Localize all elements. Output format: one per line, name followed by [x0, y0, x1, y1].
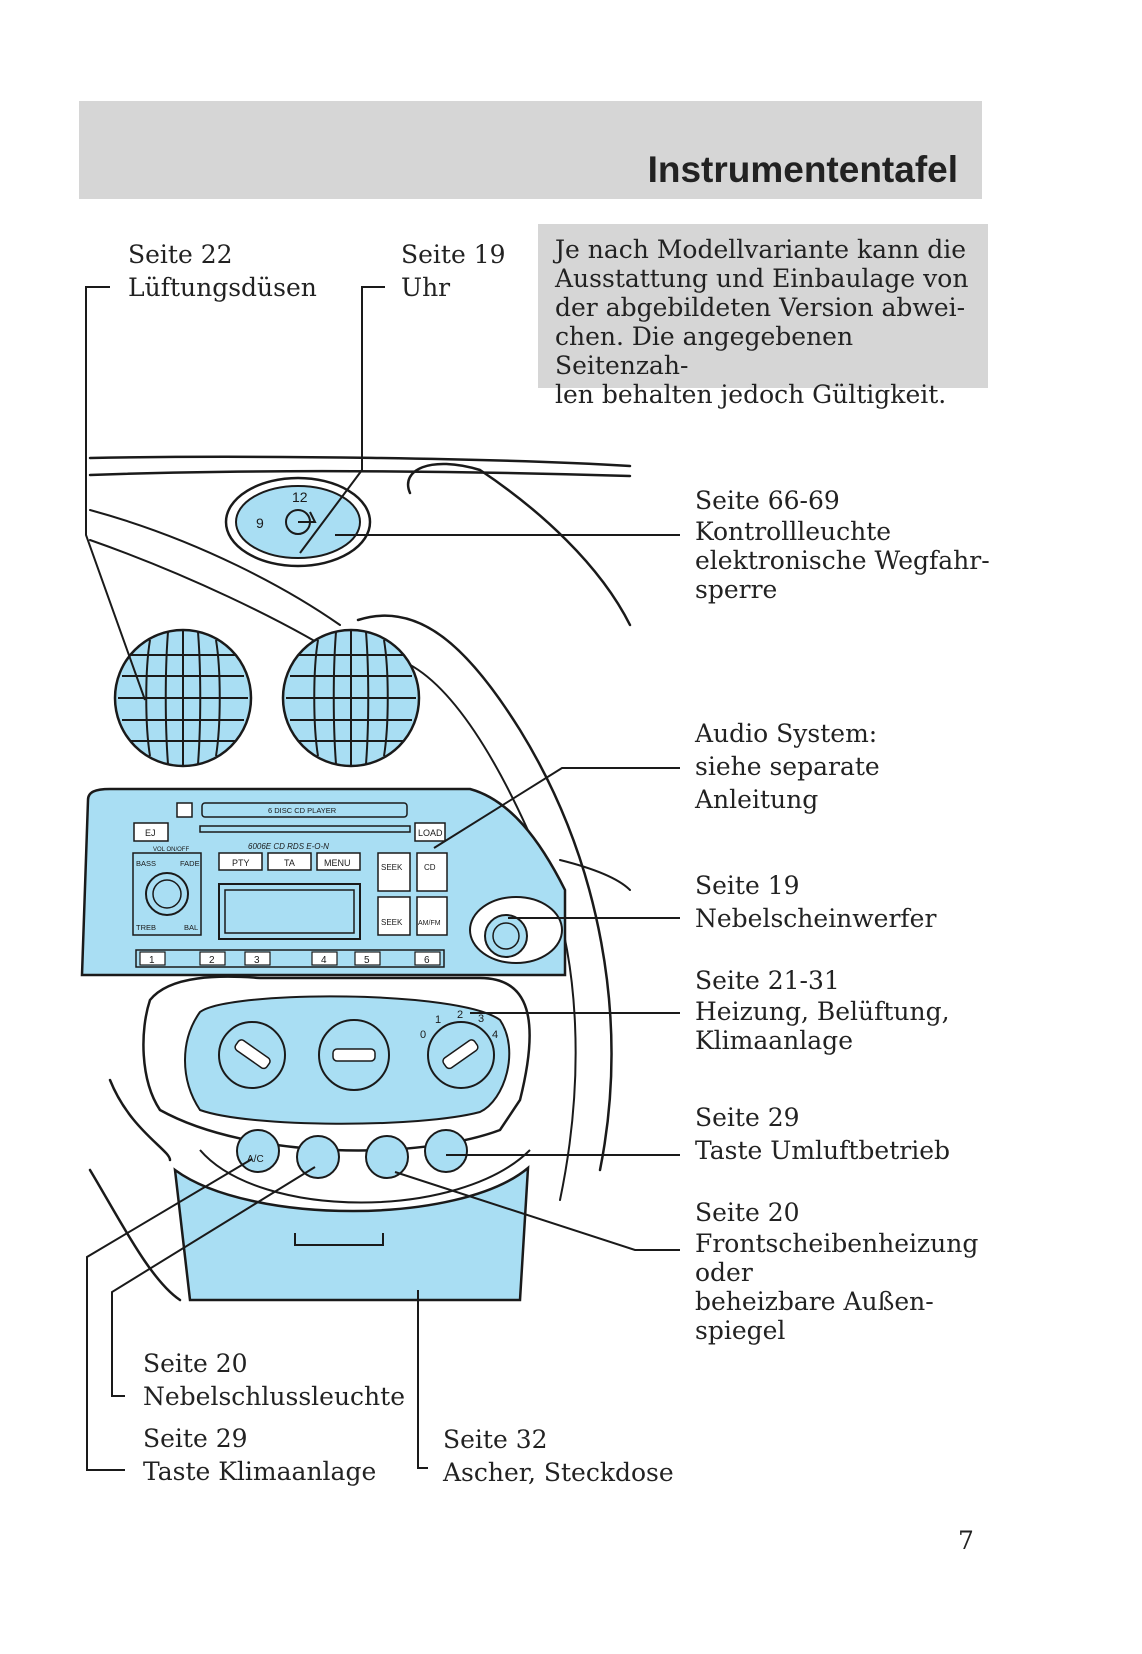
- leader-lines: [85, 286, 680, 1471]
- svg-text:EJ: EJ: [145, 828, 156, 838]
- svg-text:6 DISC CD PLAYER: 6 DISC CD PLAYER: [268, 806, 337, 815]
- right-air-vent: [281, 628, 421, 768]
- page-number: 7: [958, 1526, 974, 1555]
- callout-recirculation: Seite 29 Taste Umluftbetrieb: [695, 1103, 951, 1165]
- svg-text:CD: CD: [424, 863, 436, 872]
- svg-text:6: 6: [424, 955, 430, 966]
- svg-text:6006E CD RDS E-O-N: 6006E CD RDS E-O-N: [248, 842, 329, 851]
- svg-text:FADE: FADE: [180, 859, 200, 868]
- fog-lamp-switch: [469, 896, 563, 964]
- callout-screen-heating: Seite 20 Frontscheibenheizung oder behei…: [695, 1198, 979, 1345]
- svg-text:BAL: BAL: [184, 923, 198, 932]
- svg-text:VOL ON/OFF: VOL ON/OFF: [153, 847, 189, 853]
- page-title: Instrumententafel: [647, 149, 958, 190]
- callout-ac-button: Seite 29 Taste Klimaanlage: [143, 1424, 377, 1486]
- callout-vents: Seite 22 Lüftungsdüsen: [128, 240, 317, 302]
- climate-buttons: A/C: [199, 1129, 531, 1204]
- svg-text:3: 3: [254, 955, 260, 966]
- callout-rear-fog: Seite 20 Nebelschlussleuchte: [143, 1349, 405, 1411]
- svg-text:12: 12: [292, 489, 308, 505]
- notice-box: Je nach Modellvariante kann die Ausstatt…: [538, 224, 988, 409]
- notice-text: Je nach Modellvariante kann die Ausstatt…: [555, 235, 969, 409]
- climate-panel: 0 1 2 3 4: [142, 975, 531, 1152]
- svg-text:AM/FM: AM/FM: [418, 920, 441, 927]
- svg-text:4: 4: [321, 955, 327, 966]
- svg-text:TA: TA: [284, 858, 295, 868]
- header-bar: Instrumententafel: [79, 101, 982, 199]
- svg-text:LOAD: LOAD: [418, 828, 443, 838]
- ashtray-compartment: [173, 1165, 530, 1302]
- svg-text:MENU: MENU: [324, 858, 351, 868]
- svg-text:PTY: PTY: [232, 858, 250, 868]
- svg-text:TREB: TREB: [136, 923, 156, 932]
- svg-text:2: 2: [457, 1009, 463, 1021]
- callout-clock: Seite 19 Uhr: [401, 240, 506, 302]
- svg-text:SEEK: SEEK: [381, 863, 403, 872]
- svg-text:9: 9: [256, 515, 264, 531]
- svg-text:BASS: BASS: [136, 859, 156, 868]
- svg-text:1: 1: [149, 955, 155, 966]
- callout-ashtray: Seite 32 Ascher, Steckdose: [443, 1425, 674, 1487]
- svg-text:5: 5: [364, 955, 370, 966]
- clock-icon: 12 9: [224, 476, 372, 568]
- svg-text:1: 1: [435, 1014, 441, 1026]
- callout-fog-lamps: Seite 19 Nebelscheinwerfer: [695, 871, 937, 933]
- callout-audio: Audio System: siehe separate Anleitung: [695, 719, 880, 814]
- svg-text:2: 2: [209, 955, 215, 966]
- audio-unit: 6 DISC CD PLAYER EJ LOAD VOL ON/OFF 6006…: [80, 787, 567, 977]
- callout-immobilizer: Seite 66-69 Kontrollleuchte elektronisch…: [695, 486, 990, 604]
- svg-text:SEEK: SEEK: [381, 918, 403, 927]
- svg-text:3: 3: [478, 1013, 484, 1025]
- svg-text:A/C: A/C: [247, 1154, 264, 1165]
- left-air-vent: [113, 628, 253, 768]
- svg-text:4: 4: [492, 1029, 498, 1041]
- svg-text:0: 0: [420, 1029, 426, 1041]
- callout-heating: Seite 21-31 Heizung, Belüftung, Klimaanl…: [695, 966, 950, 1055]
